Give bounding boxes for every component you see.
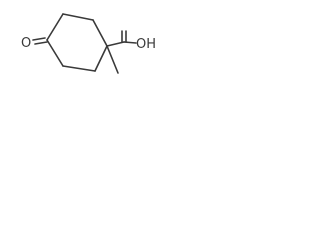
- hydroxyl-label: OH: [136, 37, 156, 52]
- ketone-oxygen-label: O: [21, 36, 31, 51]
- ring-bond-2: [92, 19, 108, 47]
- ring-bond-5: [46, 39, 64, 67]
- structure-diagram: OH O: [21, 13, 156, 74]
- carboxyl-bond: [106, 41, 125, 47]
- methyl-bond: [106, 45, 119, 74]
- ring-bond-3: [94, 45, 108, 72]
- ring-bond-4: [62, 65, 96, 72]
- ring-bond-1: [62, 13, 94, 21]
- ketone-double-bond-b: [34, 41, 48, 45]
- ketone-double-bond-a: [32, 37, 46, 41]
- ring-bond-6: [46, 13, 64, 41]
- hydroxyl-bond: [123, 41, 137, 44]
